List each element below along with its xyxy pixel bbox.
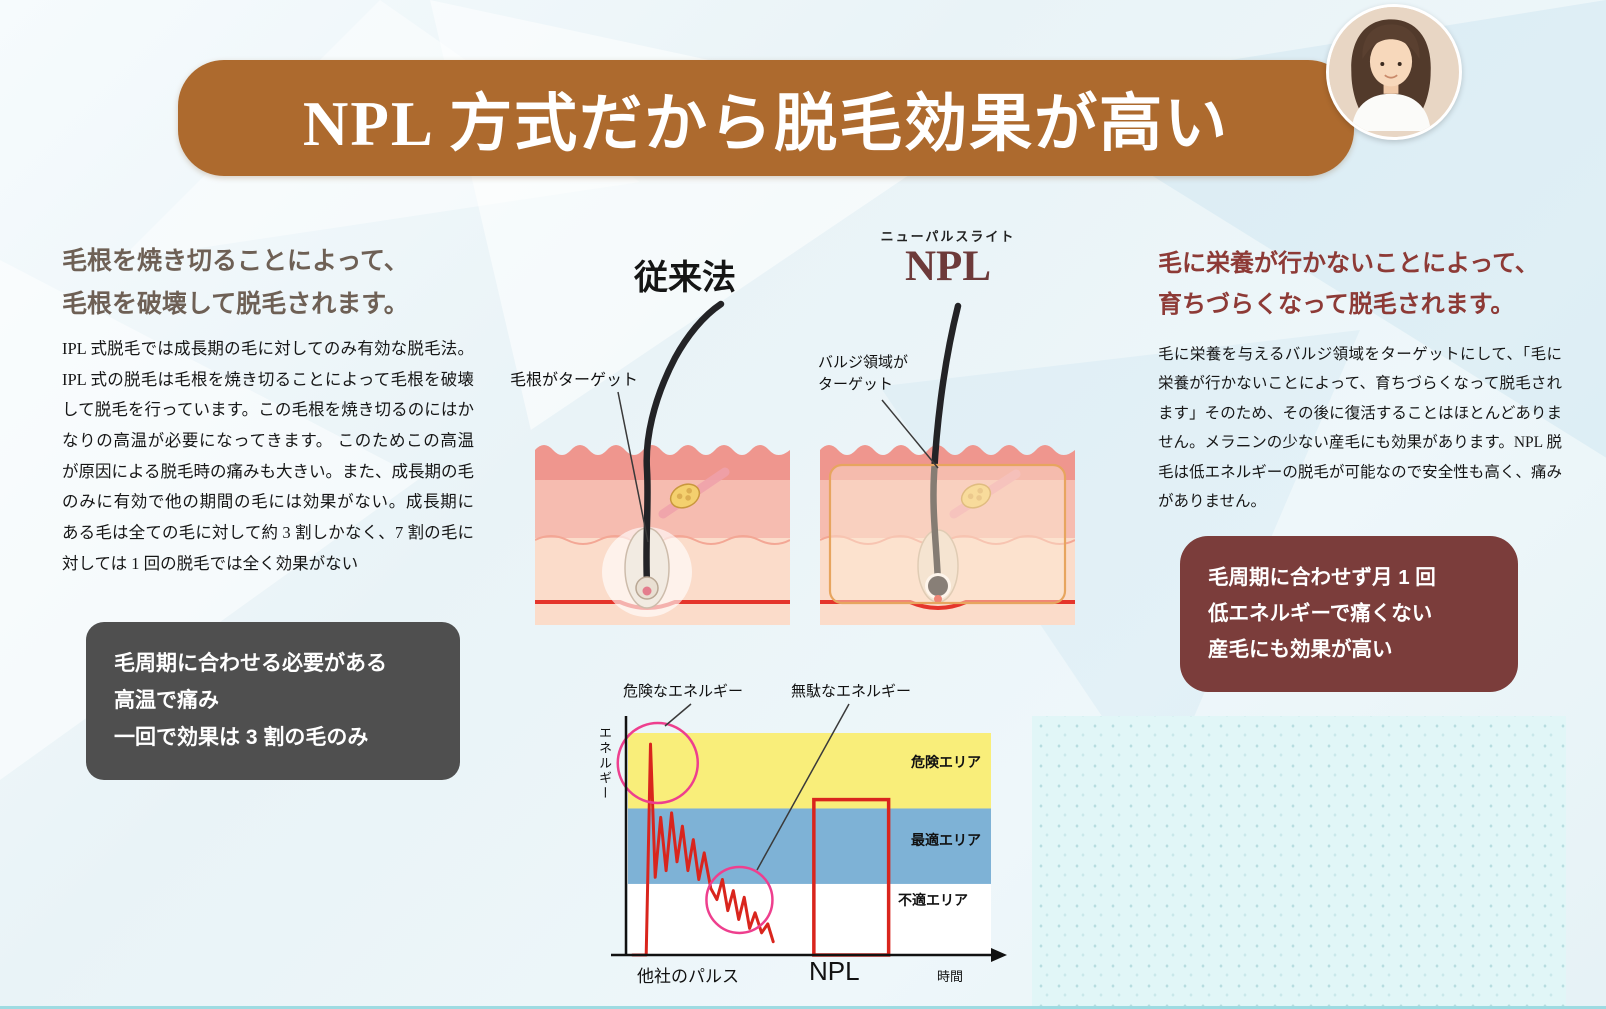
ipl-heading-line: 毛根を破壊して脱毛されます。 — [62, 291, 409, 318]
danger-zone-label: 危険エリア — [911, 754, 981, 770]
ipl-heading-line: 毛根を焼き切ることによって、 — [62, 248, 409, 275]
energy-chart-canvas — [611, 703, 1007, 962]
optimal-zone-label: 最適エリア — [911, 832, 981, 848]
time-axis-label: 時間 — [937, 969, 964, 984]
y-axis-label: エネルギー — [597, 726, 612, 801]
danger-annotation-line — [664, 703, 692, 727]
energy-chart: エネルギー 危険なエネルギー 無駄なエネルギー 危険エリア 最適エリア 不適エリ… — [593, 680, 1023, 1006]
conventional-skin-canvas — [534, 300, 791, 625]
npl-callout-line-text: バルジ領域が — [818, 354, 909, 371]
conventional-method-title: 従来法 — [634, 260, 736, 297]
npl-pulse-axis-label: NPL — [809, 956, 860, 986]
conventional-callout-line — [617, 391, 649, 543]
danger-energy-label: 危険なエネルギー — [623, 683, 744, 700]
npl-callout-pointer-line — [881, 399, 939, 469]
competitor-pulse-axis-label: 他社のパルス — [637, 967, 739, 986]
danger-energy-circle — [616, 721, 700, 805]
competitor-pulse-line — [631, 742, 775, 957]
x-axis-arrow — [991, 948, 1007, 962]
bulge-target-highlight — [828, 463, 1067, 605]
wasted-energy-label: 無駄なエネルギー — [791, 683, 912, 700]
wasted-energy-circle — [705, 865, 774, 935]
conventional-skin-diagram — [534, 300, 791, 625]
npl-description: 毛に栄養を与えるバルジ領域をターゲットにして、「毛に栄養が行かないことによって、… — [1158, 346, 1562, 511]
doctor-portrait-illustration — [1329, 7, 1453, 131]
ipl-summary-line: 一回で効果は 3 割の毛のみ — [114, 725, 369, 749]
dotted-pattern-panel — [1032, 716, 1566, 1006]
npl-callout-line-text: ターゲット — [818, 375, 894, 393]
npl-skin-canvas — [819, 302, 1076, 625]
npl-summary-line: 低エネルギーで痛くない — [1208, 601, 1433, 625]
ipl-section-heading: 毛根を焼き切ることによって、 毛根を破壊して脱毛されます。 — [62, 240, 409, 326]
npl-summary-line: 毛周期に合わせず月 1 回 — [1208, 566, 1436, 589]
ipl-summary-line: 高温で痛み — [114, 688, 219, 712]
ipl-summary-box: 毛周期に合わせる必要がある 高温で痛み 一回で効果は 3 割の毛のみ — [86, 622, 460, 781]
npl-heading-line: 育ちづらくなって脱毛されます。 — [1158, 292, 1515, 319]
npl-section-heading: 毛に栄養が行かないことによって、 育ちづらくなって脱毛されます。 — [1158, 244, 1539, 327]
doctor-avatar — [1326, 4, 1462, 140]
npl-skin-diagram — [819, 300, 1076, 625]
ipl-summary-line: 毛周期に合わせる必要がある — [114, 652, 387, 675]
npl-ruby-label: ニューパルスライト — [880, 229, 1016, 244]
wasted-annotation-line — [756, 703, 850, 871]
page-title: NPL 方式だから脱毛効果が高い — [302, 88, 1230, 159]
npl-method-title: NPL — [905, 243, 991, 290]
npl-summary-box: 毛周期に合わせず月 1 回 低エネルギーで痛くない 産毛にも効果が高い — [1180, 536, 1518, 692]
ipl-description: IPL 式脱毛では成長期の毛に対してのみ有効な脱毛法。IPL 式の脱毛は毛根を焼… — [62, 339, 475, 573]
unsuitable-zone-label: 不適エリア — [898, 892, 968, 908]
conventional-callout-label: 毛根がターゲット — [510, 372, 639, 389]
title-banner: NPL 方式だから脱毛効果が高い — [178, 60, 1354, 176]
npl-heading-line: 毛に栄養が行かないことによって、 — [1158, 251, 1539, 277]
npl-callout-label: バルジ領域が ターゲット — [818, 352, 908, 396]
npl-summary-line: 産毛にも効果が高い — [1208, 637, 1393, 661]
